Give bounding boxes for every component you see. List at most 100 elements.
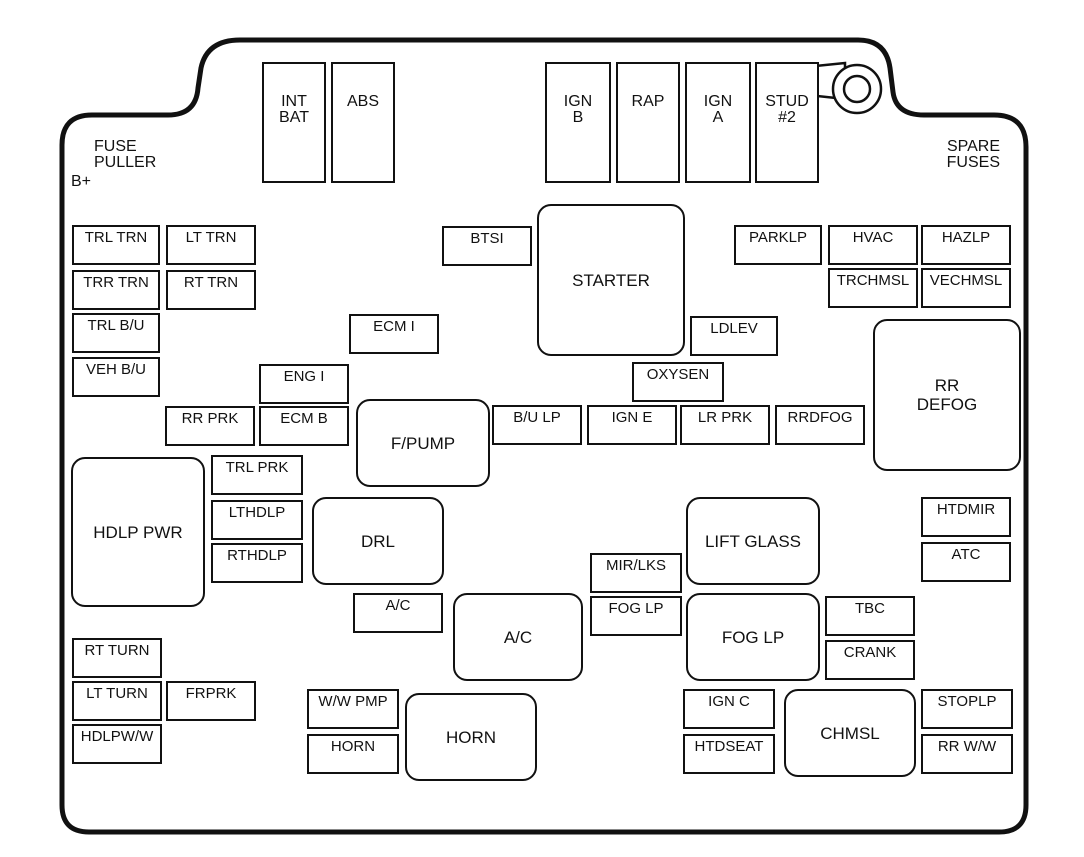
bu-lp-fuse: B/U LP <box>492 405 582 445</box>
ecm-b-fuse-label: ECM B <box>280 410 328 427</box>
lthdlp-fuse: LTHDLP <box>211 500 303 540</box>
trl-bu-fuse: TRL B/U <box>72 313 160 353</box>
int-bat-fuse-label: INT <box>281 93 307 110</box>
ecm-i-fuse-label: ECM I <box>373 318 415 335</box>
trl-trn-fuse-label: TRL TRN <box>84 229 148 246</box>
crank-fuse: CRANK <box>825 640 915 680</box>
atc-fuse-label: ATC <box>951 546 981 563</box>
trchmsl-fuse: TRCHMSL <box>828 268 918 308</box>
btsi-fuse: BTSI <box>442 226 532 266</box>
f-pump-relay: F/PUMP <box>356 399 490 487</box>
stud-2-fuse-label: #2 <box>778 109 796 126</box>
ign-b-fuse-label: B <box>572 109 584 126</box>
hdlp-pwr-relay-label: HDLP PWR <box>93 522 183 542</box>
rrdfog-fuse-label: RRDFOG <box>787 409 853 426</box>
trr-trn-fuse: TRR TRN <box>72 270 160 310</box>
veh-bu-fuse: VEH B/U <box>72 357 160 397</box>
tbc-fuse-label: TBC <box>855 600 885 617</box>
stud-2-fuse: STUD#2 <box>755 62 819 183</box>
lift-glass-relay-label: LIFT GLASS <box>704 531 802 551</box>
eng-i-fuse-label: ENG I <box>283 368 325 385</box>
starter-relay: STARTER <box>537 204 685 356</box>
ldlev-fuse-label: LDLEV <box>710 320 758 337</box>
trr-trn-fuse-label: TRR TRN <box>83 274 149 291</box>
rt-turn-fuse: RT TURN <box>72 638 162 678</box>
chmsl-relay: CHMSL <box>784 689 916 777</box>
hazlp-fuse-label: HAZLP <box>941 229 991 246</box>
rr-defog-relay-label: RR <box>934 376 960 395</box>
abs-fuse-label: ABS <box>346 93 379 110</box>
lr-prk-fuse-label: LR PRK <box>697 409 753 426</box>
stoplp-fuse-label: STOPLP <box>937 693 997 710</box>
fog-lp-fuse-label: FOG LP <box>608 600 664 617</box>
rr-prk-fuse-label: RR PRK <box>181 410 239 427</box>
fog-lp-relay-label: FOG LP <box>721 627 785 647</box>
chmsl-relay-label: CHMSL <box>820 723 880 743</box>
lift-glass-relay: LIFT GLASS <box>686 497 820 585</box>
lt-trn-fuse: LT TRN <box>166 225 256 265</box>
ign-a-fuse-label: A <box>712 109 724 126</box>
lt-turn-fuse: LT TURN <box>72 681 162 721</box>
tbc-fuse: TBC <box>825 596 915 636</box>
ecm-b-fuse: ECM B <box>259 406 349 446</box>
drl-relay-label: DRL <box>360 531 395 551</box>
drl-relay: DRL <box>312 497 444 585</box>
eng-i-fuse: ENG I <box>259 364 349 404</box>
ac-relay-label: A/C <box>503 627 533 647</box>
rr-ww-fuse-label: RR W/W <box>937 738 997 755</box>
rr-ww-fuse: RR W/W <box>921 734 1013 774</box>
lthdlp-fuse-label: LTHDLP <box>228 504 286 521</box>
ign-e-fuse-label: IGN E <box>611 409 653 426</box>
hvac-fuse: HVAC <box>828 225 918 265</box>
rr-prk-fuse: RR PRK <box>165 406 255 446</box>
oxysen-fuse: OXYSEN <box>632 362 724 402</box>
trl-bu-fuse-label: TRL B/U <box>87 317 145 334</box>
trl-trn-fuse: TRL TRN <box>72 225 160 265</box>
frprk-fuse: FRPRK <box>166 681 256 721</box>
ign-b-fuse-label: IGN <box>563 93 593 110</box>
hdlp-pwr-relay: HDLP PWR <box>71 457 205 607</box>
htdseat-fuse-label: HTDSEAT <box>694 738 764 755</box>
horn-relay: HORN <box>405 693 537 781</box>
fog-lp-fuse: FOG LP <box>590 596 682 636</box>
htdmir-fuse-label: HTDMIR <box>936 501 996 518</box>
abs-fuse: ABS <box>331 62 395 183</box>
trl-prk-fuse: TRL PRK <box>211 455 303 495</box>
parklp-fuse-label: PARKLP <box>748 229 808 246</box>
ac-fuse-label: A/C <box>385 597 411 614</box>
horn-fuse-label: HORN <box>330 738 376 755</box>
parklp-fuse: PARKLP <box>734 225 822 265</box>
rrdfog-fuse: RRDFOG <box>775 405 865 445</box>
ign-c-fuse: IGN C <box>683 689 775 729</box>
f-pump-relay-label: F/PUMP <box>390 433 456 453</box>
ign-c-fuse-label: IGN C <box>708 693 750 710</box>
rap-fuse-label: RAP <box>631 93 665 110</box>
frprk-fuse-label: FRPRK <box>185 685 237 702</box>
mir-lks-fuse: MIR/LKS <box>590 553 682 593</box>
atc-fuse: ATC <box>921 542 1011 582</box>
fog-lp-relay: FOG LP <box>686 593 820 681</box>
rt-trn-fuse: RT TRN <box>166 270 256 310</box>
vechmsl-fuse: VECHMSL <box>921 268 1011 308</box>
htdmir-fuse: HTDMIR <box>921 497 1011 537</box>
rthdlp-fuse-label: RTHDLP <box>227 547 287 564</box>
ac-relay: A/C <box>453 593 583 681</box>
rap-fuse: RAP <box>616 62 680 183</box>
stoplp-fuse: STOPLP <box>921 689 1013 729</box>
stud-2-fuse-label: STUD <box>765 93 809 110</box>
rt-trn-fuse-label: RT TRN <box>183 274 239 291</box>
rthdlp-fuse: RTHDLP <box>211 543 303 583</box>
lt-trn-fuse-label: LT TRN <box>185 229 237 246</box>
mir-lks-fuse-label: MIR/LKS <box>605 557 666 574</box>
vechmsl-fuse-label: VECHMSL <box>929 272 1003 289</box>
int-bat-fuse-label: BAT <box>279 109 309 126</box>
lr-prk-fuse: LR PRK <box>680 405 770 445</box>
htdseat-fuse: HTDSEAT <box>683 734 775 774</box>
spare-fuses-label: SPARE FUSES <box>946 138 1000 171</box>
ww-pmp-fuse: W/W PMP <box>307 689 399 729</box>
starter-relay-label: STARTER <box>572 270 650 290</box>
ldlev-fuse: LDLEV <box>690 316 778 356</box>
